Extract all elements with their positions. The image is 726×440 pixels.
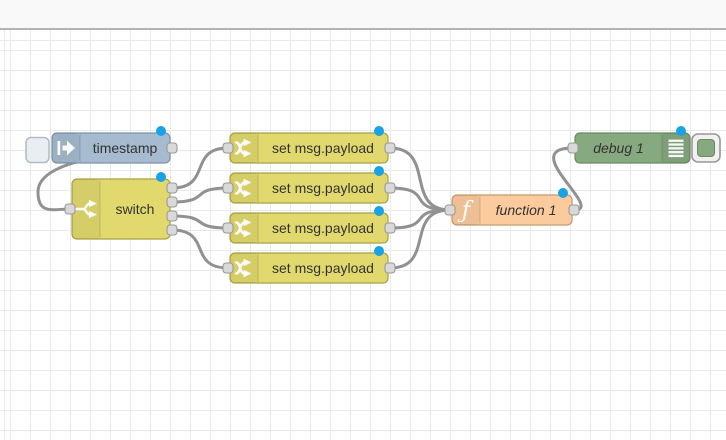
output-port[interactable] [384, 222, 396, 234]
svg-text:ƒ: ƒ [457, 198, 474, 224]
output-port[interactable] [384, 182, 396, 194]
changed-badge [374, 246, 384, 256]
wire-function-1--debug-1[interactable] [552, 146, 583, 212]
node-change-1[interactable]: set msg.payload [222, 126, 396, 164]
node-icon-region [230, 253, 258, 283]
node-icon-region [230, 133, 258, 163]
input-port[interactable] [222, 262, 234, 274]
node-icon-region [72, 179, 100, 239]
node-debug-1[interactable]: debug 1 [567, 126, 721, 164]
inject-arrow-icon [57, 140, 75, 156]
debug-output-icon [668, 139, 684, 158]
node-label: set msg.payload [272, 140, 374, 156]
debug-toggle-inner [697, 139, 715, 157]
output-port[interactable] [166, 142, 178, 154]
node-inject-timestamp[interactable]: timestamp [25, 126, 178, 164]
node-label: set msg.payload [272, 220, 374, 236]
node-label: switch [116, 201, 155, 217]
wire-switch-out1--change-1[interactable] [170, 146, 230, 190]
wire-switch-out2--change-2[interactable] [170, 186, 230, 204]
output-port[interactable] [166, 224, 178, 236]
node-label: set msg.payload [272, 260, 374, 276]
input-port[interactable] [567, 142, 579, 154]
editor-header-strip [0, 0, 726, 30]
wire-change-1--function-1[interactable] [388, 146, 452, 212]
changed-badge [374, 166, 384, 176]
inject-button[interactable] [25, 136, 50, 164]
changed-badge [676, 126, 686, 136]
input-port[interactable] [222, 182, 234, 194]
swap-icon [234, 218, 252, 238]
output-port[interactable] [384, 142, 396, 154]
wire-change-4--function-1[interactable] [388, 208, 452, 270]
node-icon-region [230, 173, 258, 203]
input-port[interactable] [222, 142, 234, 154]
output-port[interactable] [166, 196, 178, 208]
wire-change-2--function-1[interactable] [388, 186, 452, 212]
wire-switch-out4--change-4[interactable] [170, 228, 230, 270]
node-switch[interactable]: switch [64, 172, 178, 240]
node-icon-region [230, 213, 258, 243]
output-port[interactable] [568, 204, 580, 216]
node-change-3[interactable]: set msg.payload [222, 206, 396, 244]
output-port[interactable] [384, 262, 396, 274]
swap-icon [234, 258, 252, 278]
function-icon: ƒ [457, 198, 474, 224]
flow-canvas[interactable]: timestamp switch set msg.payload set msg.pa… [0, 30, 726, 440]
wire-switch-out3--change-3[interactable] [170, 214, 230, 230]
changed-badge [156, 172, 166, 182]
wire-change-3--function-1[interactable] [388, 208, 452, 230]
input-port[interactable] [444, 204, 456, 216]
node-label: function 1 [496, 202, 557, 218]
swap-icon [234, 178, 252, 198]
input-port[interactable] [64, 203, 76, 215]
node-label: set msg.payload [272, 180, 374, 196]
changed-badge [156, 126, 166, 136]
swap-icon [234, 138, 252, 158]
output-port[interactable] [166, 182, 178, 194]
fork-icon [74, 199, 97, 219]
flow-svg[interactable]: timestamp switch set msg.payload set msg.pa… [0, 30, 726, 440]
node-change-2[interactable]: set msg.payload [222, 166, 396, 204]
node-label: debug 1 [593, 140, 644, 156]
node-change-4[interactable]: set msg.payload [222, 246, 396, 284]
changed-badge [374, 126, 384, 136]
changed-badge [558, 188, 568, 198]
output-port[interactable] [166, 210, 178, 222]
node-icon-region [452, 195, 480, 225]
node-function-1[interactable]: ƒ function 1 [444, 188, 580, 226]
input-port[interactable] [222, 222, 234, 234]
node-label: timestamp [93, 140, 158, 156]
changed-badge [374, 206, 384, 216]
